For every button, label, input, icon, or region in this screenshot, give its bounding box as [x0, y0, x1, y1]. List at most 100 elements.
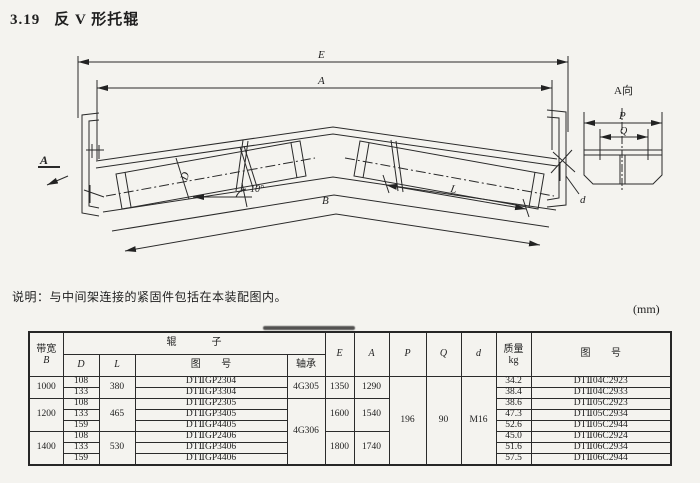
cell-a: 1740 [353, 431, 390, 466]
left-roller-cap [124, 142, 298, 208]
table-row: 159 DTⅡGP4405 52.6 DTⅡ05C2944 [29, 420, 672, 432]
cell-roller-no: DTⅡGP2305 [134, 398, 288, 410]
cell-mass: 52.6 [495, 420, 532, 432]
table-row: 1200 108 465 DTⅡGP2305 4G306 1600 1540 3… [28, 398, 672, 466]
cell-q: 90 [425, 376, 462, 466]
left-bolt [83, 185, 105, 203]
dim-line-l [385, 183, 527, 211]
d-cross-line [239, 145, 258, 189]
frame-top-edge [95, 133, 558, 169]
header-dia: d [460, 331, 497, 377]
cell-dia: M16 [460, 376, 497, 466]
cell-a: 1540 [353, 398, 390, 432]
angle-arc [235, 188, 247, 198]
page-title: 3.19 反 V 形托辊 [10, 8, 139, 29]
table-row: 1400 108 530 DTⅡGP2406 1800 1740 45.0 DT… [28, 431, 672, 466]
cell-e: 1350 [324, 376, 355, 399]
frame-top-edge [95, 126, 558, 162]
left-roller-axis [105, 157, 316, 197]
dim-label-d-small: d [580, 194, 586, 206]
table-row: 159 DTⅡGP4406 57.5 DTⅡ06C2944 [29, 453, 672, 466]
view-label: A向 [614, 83, 633, 97]
cell-assembly-no: DTⅡ06C2924 [530, 431, 672, 443]
section-title: 反 V 形托辊 [54, 12, 140, 28]
dim-label-l: L [448, 183, 457, 196]
left-bracket [81, 112, 100, 217]
header-roller-no: 图 号 [134, 354, 288, 377]
cell-d: 159 [62, 453, 100, 466]
cell-roller-no: DTⅡGP2406 [134, 431, 288, 443]
technical-drawing: E A B D 10° L d A A向 P Q [38, 49, 663, 253]
ext-line [382, 174, 530, 218]
header-roller-l: L [98, 354, 136, 377]
cell-roller-no: DTⅡGP4406 [134, 453, 288, 466]
cell-assembly-no: DTⅡ05C2934 [530, 409, 672, 421]
cell-assembly-no: DTⅡ05C2923 [530, 398, 672, 410]
cell-l: 380 [98, 376, 136, 399]
cell-assembly-no: DTⅡ06C2934 [530, 442, 672, 454]
left-roller [115, 140, 307, 210]
note-text: 说明：与中间架连接的紧固件包括在本装配图内。 [12, 290, 288, 304]
header-e: E [324, 331, 355, 377]
spec-table: 带宽 B 辊子 E A P Q d 质量 kg 图 号 D L 图 号 轴承 1… [28, 331, 672, 466]
cell-a: 1290 [353, 376, 390, 399]
cell-e: 1800 [324, 431, 355, 466]
cell-mass: 38.6 [495, 398, 532, 410]
cell-mass: 51.6 [495, 442, 532, 454]
cell-assembly-no: DTⅡ04C2923 [530, 376, 672, 388]
cell-mass: 45.0 [495, 431, 532, 443]
angle-label: 10° [250, 184, 264, 195]
section-view-arrow [46, 175, 69, 186]
header-a: A [353, 331, 390, 377]
ext-line [583, 112, 663, 150]
header-p: P [388, 331, 427, 377]
dim-label-d: D [178, 171, 192, 183]
dim-label-q: Q [620, 126, 628, 137]
table-row: 133 DTⅡGP3406 51.6 DTⅡ06C2934 [29, 442, 672, 454]
cell-mass: 47.3 [495, 409, 532, 421]
header-roller-d: D [62, 354, 100, 377]
cell-l: 465 [98, 398, 136, 432]
header-roller-group: 辊子 [62, 331, 326, 355]
cell-d: 108 [62, 376, 100, 388]
left-bracket [88, 119, 100, 209]
right-roller [353, 140, 545, 210]
scan-artifact [263, 326, 355, 330]
header-assembly-no: 图 号 [530, 331, 672, 377]
section-mark-label: A [39, 153, 48, 167]
frame-bottom-edge [102, 176, 557, 213]
cell-p: 196 [388, 376, 427, 466]
cell-d: 133 [62, 387, 100, 399]
left-bolt [86, 144, 104, 159]
dim-label-b: B [322, 195, 329, 207]
cell-b: 1000 [28, 376, 64, 399]
cell-d: 108 [62, 398, 100, 410]
unit-label: (mm) [633, 302, 660, 316]
cell-assembly-no: DTⅡ06C2944 [530, 453, 672, 466]
cell-l: 530 [98, 431, 136, 466]
d-leader-line [565, 175, 580, 195]
dim-label-p: P [618, 110, 626, 122]
right-roller-cap [362, 142, 536, 208]
a-view-web [619, 155, 626, 184]
d-cross-line [175, 157, 190, 200]
right-bracket [546, 109, 567, 208]
cell-roller-no: DTⅡGP3405 [134, 409, 288, 421]
table-row: 133 DTⅡGP3405 47.3 DTⅡ05C2934 [29, 409, 672, 421]
dim-label-e: E [317, 49, 325, 61]
dim-line-b [124, 213, 541, 253]
cell-assembly-no: DTⅡ04C2933 [530, 387, 672, 399]
cell-roller-no: DTⅡGP3304 [134, 387, 288, 399]
right-bolt [550, 149, 576, 181]
section-number: 3.19 [10, 12, 41, 28]
header-q: Q [425, 331, 462, 377]
frame-bottom-edge [111, 194, 550, 232]
cell-mass: 34.2 [495, 376, 532, 388]
a-view-channel [583, 149, 663, 185]
cell-d: 159 [62, 420, 100, 432]
cell-e: 1600 [324, 398, 355, 432]
table-row: 1000 108 380 DTⅡGP2304 4G305 1350 1290 1… [28, 376, 672, 466]
cell-roller-no: DTⅡGP3406 [134, 442, 288, 454]
cell-d: 133 [62, 409, 100, 421]
cell-b: 1400 [28, 431, 64, 466]
